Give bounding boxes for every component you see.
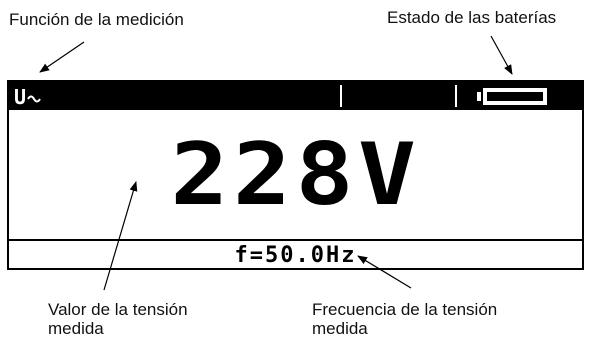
- lcd-separator: [9, 239, 582, 241]
- status-divider: [340, 85, 342, 107]
- value-callout-line: Valor de la tensión: [48, 300, 188, 319]
- lcd-status-bar: U: [9, 82, 582, 110]
- status-divider: [455, 85, 457, 107]
- value-callout-label: Valor de la tensión medida: [48, 300, 188, 338]
- function-arrow: [39, 41, 85, 73]
- value-callout-line: medida: [48, 319, 104, 338]
- voltage-reading: 228V: [170, 125, 421, 225]
- frequency-reading: f=50.0Hz: [234, 243, 357, 268]
- battery-callout-label: Estado de las baterías: [387, 8, 557, 27]
- frequency-callout-line: Frecuencia de la tensión: [312, 300, 498, 319]
- mode-letter: U: [14, 85, 26, 107]
- frequency-callout-label: Frecuencia de la tensión medida: [312, 300, 497, 338]
- battery-full-icon: [477, 88, 547, 105]
- function-callout-label: Función de la medición: [9, 10, 184, 29]
- lcd-display: U 228V f=50.0Hz: [7, 80, 584, 270]
- battery-arrow: [490, 35, 513, 75]
- ac-voltage-icon: U: [14, 85, 41, 107]
- frequency-callout-line: medida: [312, 319, 368, 338]
- ac-wave-icon: [27, 95, 41, 103]
